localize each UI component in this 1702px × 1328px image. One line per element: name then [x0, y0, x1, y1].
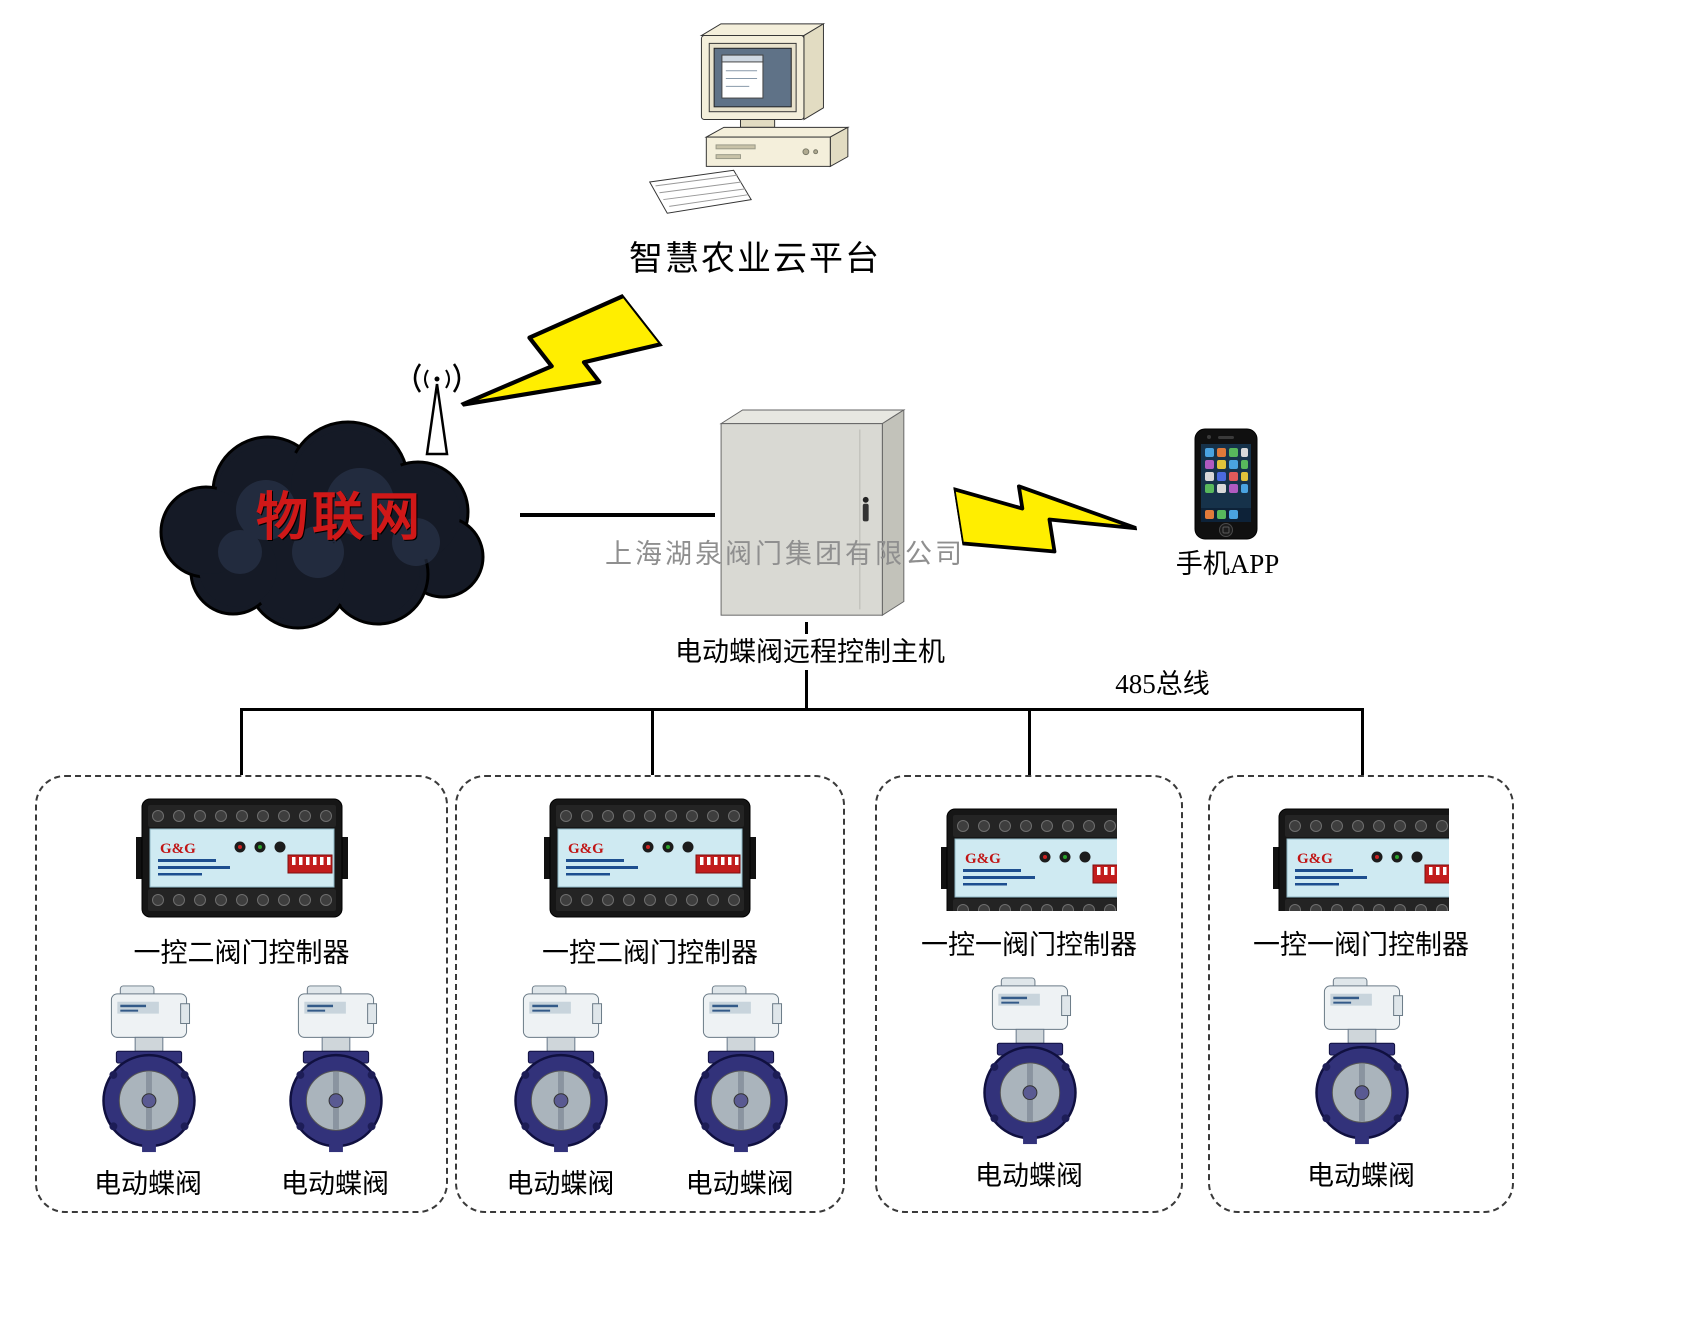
- valve-controller-label: 一控二阀门控制器: [133, 938, 350, 968]
- mobile-phone-illustration: [1194, 428, 1258, 540]
- branch-line-3: [1028, 708, 1031, 776]
- valve-controller-label: 一控一阀门控制器: [1253, 930, 1469, 960]
- valve-controller-image: [544, 798, 756, 918]
- cloud-host-link-line: [520, 513, 715, 517]
- butterfly-valve-image: [1315, 976, 1409, 1146]
- antenna-icon: [402, 362, 472, 460]
- valve-group-box: 一控一阀门控制器 电动蝶阀: [875, 775, 1183, 1213]
- company-watermark: 上海湖泉阀门集团有限公司: [605, 539, 965, 569]
- butterfly-valve-image: [693, 984, 788, 1154]
- valve-unit: 电动蝶阀: [72, 980, 224, 1201]
- branch-line-1: [240, 708, 243, 776]
- valve-group-box: 一控二阀门控制器 电动蝶阀 电动蝶阀: [455, 775, 845, 1213]
- butterfly-valve-label: 电动蝶阀: [685, 1169, 794, 1199]
- butterfly-valve-image: [983, 976, 1077, 1146]
- valve-controller-image: [135, 798, 348, 918]
- valve-group-box: 一控二阀门控制器 电动蝶阀 电动蝶阀: [35, 775, 448, 1213]
- branch-line-2: [651, 708, 654, 776]
- valve-unit: 电动蝶阀: [484, 980, 636, 1201]
- control-host-cabinet-illustration: [713, 408, 908, 623]
- valve-unit: 电动蝶阀: [953, 972, 1105, 1193]
- mobile-app-label: 手机APP: [1175, 549, 1280, 579]
- cloud-platform-label: 智慧农业云平台: [629, 241, 881, 278]
- valve-controller-image: [1273, 808, 1449, 911]
- bus-label: 485总线: [1115, 669, 1210, 699]
- butterfly-valve-label: 电动蝶阀: [94, 1169, 202, 1199]
- valve-unit: 电动蝶阀: [664, 980, 816, 1201]
- valve-unit: 电动蝶阀: [259, 980, 411, 1201]
- butterfly-valve-image: [102, 984, 196, 1154]
- butterfly-valve-label: 电动蝶阀: [506, 1169, 615, 1199]
- butterfly-valve-label: 电动蝶阀: [1307, 1161, 1415, 1191]
- wireless-link-bolt-icon: [951, 459, 1140, 568]
- cloud-platform-computer-illustration: [645, 18, 875, 223]
- iot-cloud-label: 物联网: [255, 490, 424, 547]
- valve-group-box: 一控一阀门控制器 电动蝶阀: [1208, 775, 1514, 1213]
- branch-line-4: [1361, 708, 1364, 776]
- bus-line: [240, 708, 1364, 711]
- valve-controller-label: 一控一阀门控制器: [921, 930, 1137, 960]
- valve-controller-label: 一控二阀门控制器: [542, 938, 758, 968]
- valve-unit: 电动蝶阀: [1285, 972, 1437, 1193]
- valve-controller-image: [941, 808, 1117, 911]
- butterfly-valve-image: [289, 984, 383, 1154]
- butterfly-valve-label: 电动蝶阀: [975, 1161, 1083, 1191]
- butterfly-valve-label: 电动蝶阀: [281, 1169, 389, 1199]
- butterfly-valve-image: [514, 984, 609, 1154]
- control-host-label: 电动蝶阀远程控制主机: [655, 634, 965, 671]
